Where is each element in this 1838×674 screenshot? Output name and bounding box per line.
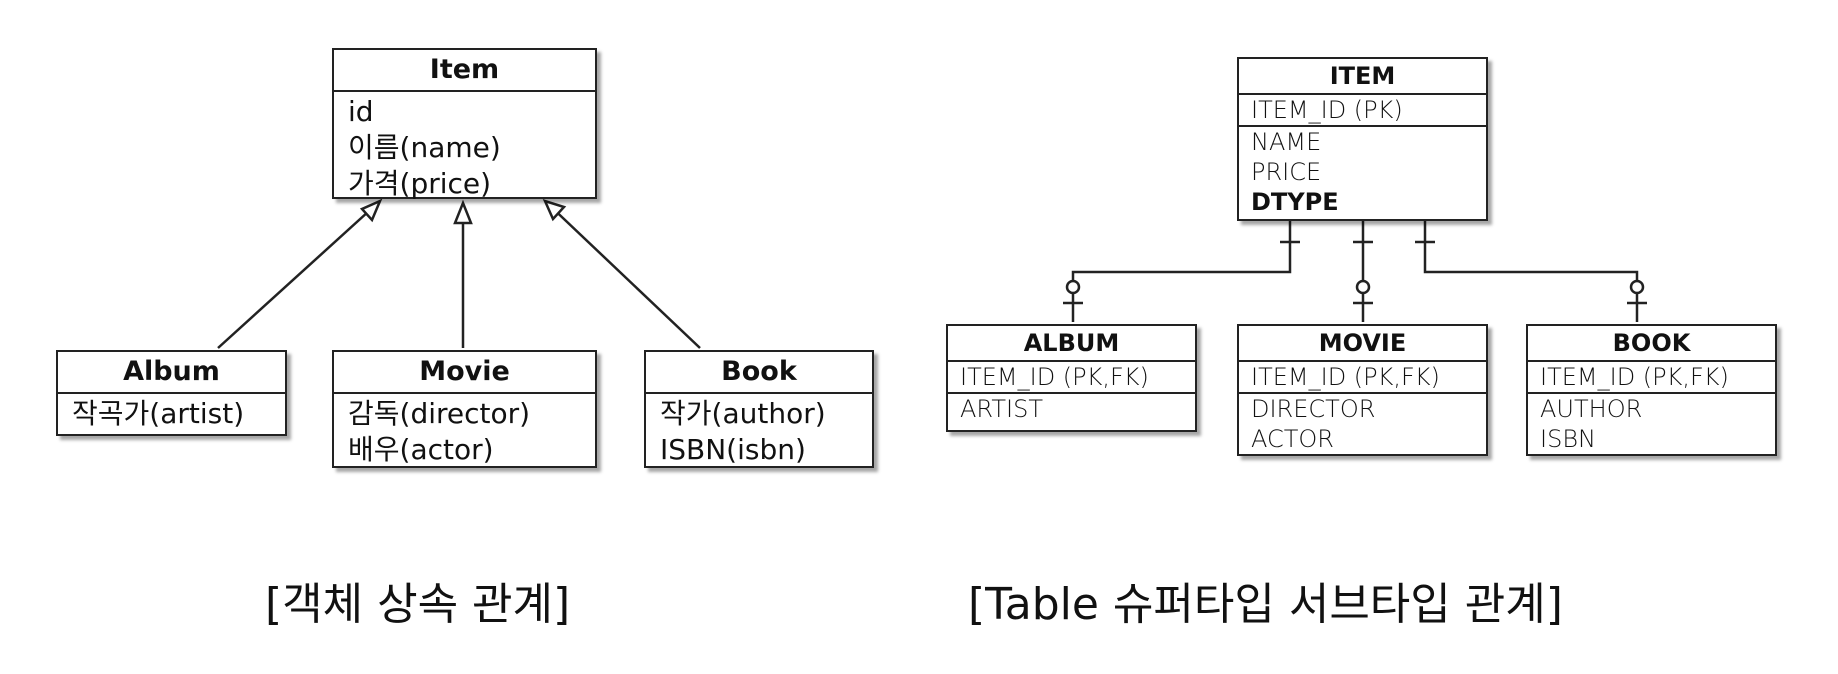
column: NAME — [1251, 128, 1322, 156]
inherit-line-album — [217, 200, 381, 349]
inherit-arrowhead-album — [359, 198, 383, 223]
column-discriminator: DTYPE — [1251, 188, 1339, 216]
column: DIRECTOR — [1251, 395, 1376, 423]
class-name: Item — [334, 50, 595, 92]
attribute: ISBN(isbn) — [660, 433, 806, 466]
table-column-section: AUTHOR ISBN — [1528, 394, 1775, 454]
class-attributes: 감독(director) 배우(actor) — [334, 394, 595, 468]
attribute: 작곡가(artist) — [72, 397, 245, 430]
table-column-section: DIRECTOR ACTOR — [1239, 394, 1486, 454]
zero-mark-movie — [1355, 279, 1371, 295]
table-column-section: NAME PRICE DTYPE — [1239, 127, 1486, 217]
class-item: Item id 이름(name) 가격(price) — [332, 48, 597, 202]
attribute: 작가(author) — [660, 397, 826, 430]
table-movie: MOVIE ITEM_ID (PK,FK) DIRECTOR ACTOR — [1237, 324, 1488, 456]
relation-line-album — [1071, 221, 1292, 322]
class-book: Book 작가(author) ISBN(isbn) — [644, 350, 874, 468]
table-key-section: ITEM_ID (PK) — [1239, 95, 1486, 127]
table-key-section: ITEM_ID (PK,FK) — [948, 362, 1195, 394]
inherit-arrowhead-movie — [453, 199, 473, 225]
attribute: 감독(director) — [348, 397, 531, 430]
class-attributes: 작가(author) ISBN(isbn) — [646, 394, 872, 468]
table-name: ITEM — [1239, 59, 1486, 95]
zero-mark-album — [1065, 279, 1081, 295]
table-key-section: ITEM_ID (PK,FK) — [1239, 362, 1486, 394]
class-attributes: id 이름(name) 가격(price) — [334, 92, 595, 202]
key-column: ITEM_ID (PK) — [1251, 96, 1403, 124]
zero-mark-book — [1629, 279, 1645, 295]
column: ACTOR — [1251, 425, 1334, 453]
attribute: 이름(name) — [348, 131, 501, 164]
class-name: Book — [646, 352, 872, 394]
table-name: BOOK — [1528, 326, 1775, 362]
table-key-section: ITEM_ID (PK,FK) — [1528, 362, 1775, 394]
class-attributes: 작곡가(artist) — [58, 394, 285, 432]
table-name: ALBUM — [948, 326, 1195, 362]
table-book: BOOK ITEM_ID (PK,FK) AUTHOR ISBN — [1526, 324, 1777, 456]
column: AUTHOR — [1540, 395, 1643, 423]
table-item: ITEM ITEM_ID (PK) NAME PRICE DTYPE — [1237, 57, 1488, 221]
column: PRICE — [1251, 158, 1322, 186]
class-name: Movie — [334, 352, 595, 394]
table-model-caption: [Table 슈퍼타입 서브타입 관계] — [968, 579, 1563, 630]
class-movie: Movie 감독(director) 배우(actor) — [332, 350, 597, 468]
class-name: Album — [58, 352, 285, 394]
table-album: ALBUM ITEM_ID (PK,FK) ARTIST — [946, 324, 1197, 432]
inherit-line-book — [544, 200, 701, 349]
relation-line-book — [1423, 221, 1639, 322]
column: ARTIST — [960, 395, 1043, 423]
table-column-section: ARTIST — [948, 394, 1195, 424]
inherit-arrowhead-book — [542, 198, 567, 222]
column: ISBN — [1540, 425, 1596, 453]
attribute: id — [348, 95, 374, 128]
key-column: ITEM_ID (PK,FK) — [960, 363, 1149, 391]
key-column: ITEM_ID (PK,FK) — [1251, 363, 1440, 391]
object-model-caption: [객체 상속 관계] — [265, 579, 571, 630]
attribute: 배우(actor) — [348, 433, 494, 466]
attribute: 가격(price) — [348, 167, 492, 200]
key-column: ITEM_ID (PK,FK) — [1540, 363, 1729, 391]
table-name: MOVIE — [1239, 326, 1486, 362]
class-album: Album 작곡가(artist) — [56, 350, 287, 436]
